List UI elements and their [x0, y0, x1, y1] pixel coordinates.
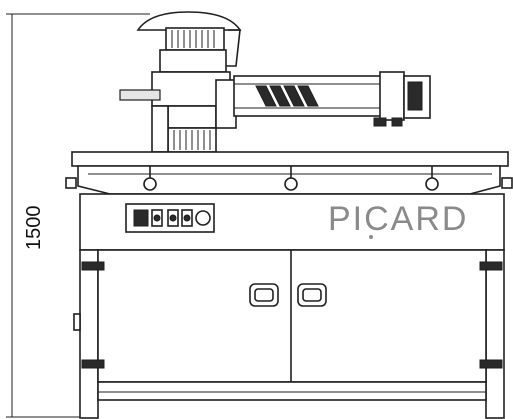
height-dimension: 1500: [6, 13, 150, 418]
motor-top: [165, 27, 225, 51]
clamp-knob-1: [143, 166, 157, 191]
grinding-head: [119, 11, 242, 153]
arm-housing: [233, 75, 405, 117]
arm-end-cap: [379, 71, 405, 121]
hinge-left-top: [81, 261, 105, 271]
clamp-knob-3: [425, 166, 439, 191]
emergency-button: [195, 210, 211, 226]
door-frame: [97, 249, 487, 383]
head-lower: [167, 105, 217, 129]
right-leg: [485, 249, 505, 419]
clamp-knob-2: [284, 166, 298, 191]
motor-body: [159, 49, 227, 73]
hinge-left-bottom: [81, 359, 105, 369]
left-leg: [79, 249, 99, 419]
hood: [136, 11, 242, 31]
cabinet: [73, 193, 505, 419]
hinge-right-top: [479, 261, 503, 271]
head-left-column: [151, 105, 169, 153]
table-top: [65, 151, 513, 195]
logo-text: PICARD: [328, 200, 468, 238]
table-rail: [71, 151, 509, 167]
right-knob: [501, 177, 513, 189]
arm-motor-window: [407, 81, 423, 111]
head-right-column: [215, 79, 237, 129]
hood-guard: [226, 29, 241, 67]
feed-arm: [233, 71, 431, 127]
brand-logo: PICARD: [328, 200, 468, 239]
base-rail: [97, 381, 487, 401]
height-label: 1500: [23, 206, 45, 251]
hinge-right-bottom: [479, 359, 503, 369]
logo-dot: [369, 235, 373, 239]
side-latch: [73, 313, 81, 331]
left-spindle: [119, 89, 161, 101]
switch-1: [133, 209, 149, 227]
left-knob: [65, 177, 77, 189]
